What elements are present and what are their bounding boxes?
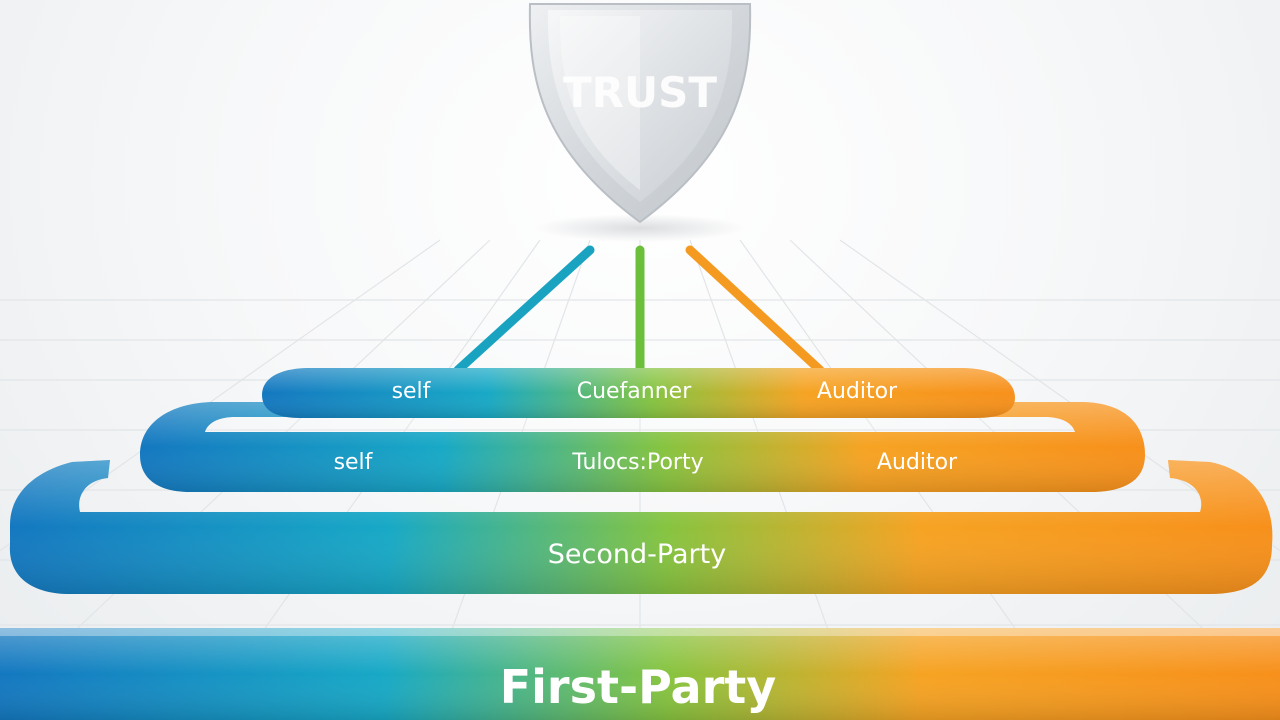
shield-label: TRUST bbox=[563, 68, 717, 117]
tier-top-auditor-label: Auditor bbox=[817, 379, 898, 404]
tier-first-party-label: First-Party bbox=[500, 660, 777, 714]
tier-first-party bbox=[0, 628, 1280, 720]
tier-middle-third-party-label: Tulocs:Porty bbox=[571, 450, 703, 475]
connector-lines bbox=[453, 245, 825, 375]
tier-top-customer-label: Cuefanner bbox=[577, 379, 692, 404]
shield-icon bbox=[528, 3, 752, 224]
tier-middle bbox=[140, 402, 1145, 492]
tier-top-self-label: self bbox=[392, 379, 432, 404]
tier-middle-auditor-label: Auditor bbox=[877, 450, 958, 475]
tier-top bbox=[262, 368, 1015, 418]
connector-self bbox=[453, 245, 595, 375]
shield-shadow bbox=[535, 214, 745, 242]
tier-second-party bbox=[9, 460, 1273, 594]
tier-middle-self-label: self bbox=[334, 450, 374, 475]
tier-second-party-label: Second-Party bbox=[548, 539, 726, 570]
connector-auditor bbox=[685, 245, 825, 375]
